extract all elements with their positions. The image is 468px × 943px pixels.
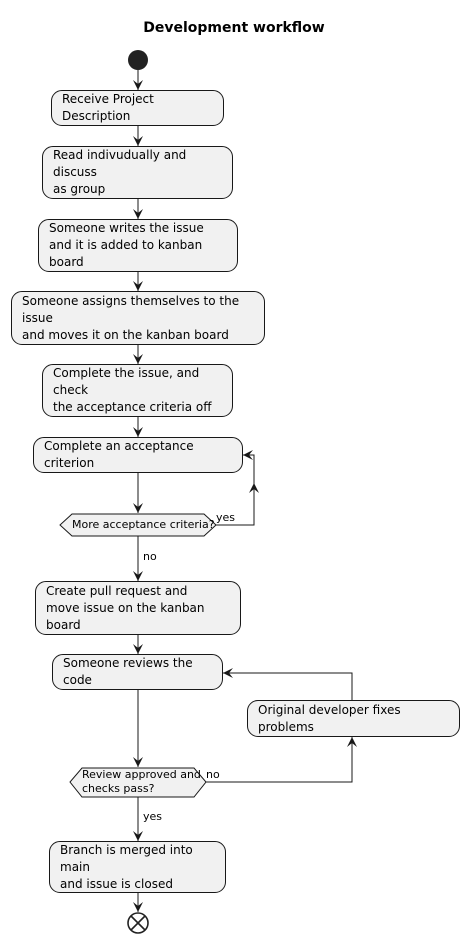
activity-write-issue: Someone writes the issue and it is added… [38, 219, 238, 272]
activity-merge-branch: Branch is merged into main and issue is … [49, 841, 226, 893]
activity-complete-issue: Complete the issue, and check the accept… [42, 364, 233, 417]
activity-fix-problems: Original developer fixes problems [247, 700, 460, 737]
start-node [128, 50, 148, 70]
activity-assign-issue: Someone assigns themselves to the issue … [11, 291, 265, 345]
activity-receive-description: Receive Project Description [51, 90, 224, 126]
decision-diamond-2 [69, 767, 207, 798]
decision-diamond-1 [59, 513, 217, 537]
diagram-title: Development workflow [143, 20, 325, 36]
activity-complete-criterion: Complete an acceptance criterion [33, 437, 243, 473]
edge-label-d2-no: no [206, 768, 220, 781]
edge-label-d1-yes: yes [216, 511, 236, 524]
activity-create-pr: Create pull request and move issue on th… [35, 581, 241, 635]
activity-review-code: Someone reviews the code [52, 654, 223, 690]
edge-d1-yes-loop [216, 483, 259, 526]
end-node [127, 912, 149, 934]
decision-2-text: Review approved and checks pass? [82, 768, 201, 795]
edge-fix-to-review [223, 668, 353, 700]
edge-d2-no [206, 737, 357, 783]
edge-loop-to-a6 [243, 450, 255, 483]
edge-label-d2-yes: yes [143, 810, 163, 823]
decision-1-text: More acceptance criteria? [72, 518, 215, 531]
activity-read-discuss: Read indivudually and discuss as group [42, 146, 233, 199]
edge-label-d1-no: no [143, 550, 157, 563]
